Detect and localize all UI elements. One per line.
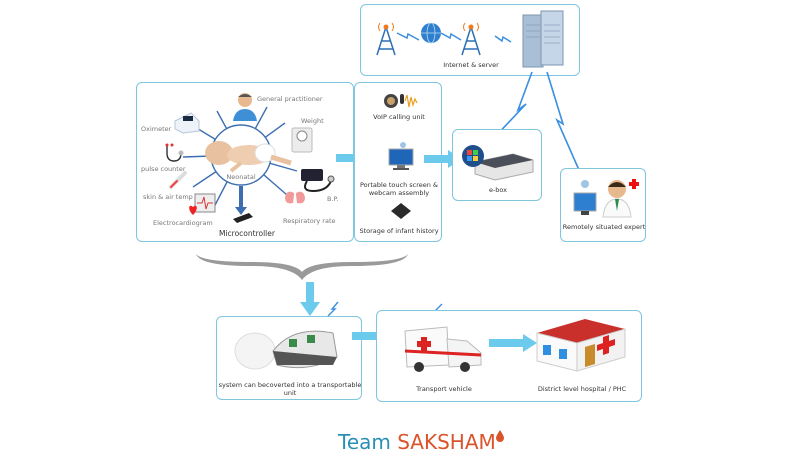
sensor-label-respiratory-rate: Respiratory rate — [283, 217, 336, 225]
voip-label: VoIP calling unit — [373, 113, 425, 121]
baby-icon — [205, 141, 292, 173]
internet-server-box: Internet & server — [360, 4, 580, 76]
globe-icon — [421, 22, 441, 44]
ambulance-icon — [404, 326, 482, 372]
lightning-link-ebox — [491, 71, 533, 141]
transport-unit-label-line1: system can becoverted into a transportab… — [218, 381, 362, 389]
touch-screen-label-line2: webcam assembly — [368, 189, 430, 197]
sensor-box: Neonatal General practitioner Weight Oxi… — [136, 82, 354, 242]
sensor-label-electrocardiogram: Electrocardiogram — [153, 219, 213, 227]
server-icon — [522, 10, 564, 68]
sensor-label-pulse-counter: pulse counter — [141, 165, 186, 173]
transport-vehicle-label: Transport vehicle — [416, 385, 472, 393]
sensor-label-weight: Weight — [301, 117, 324, 125]
arrow-down-to-transport-unit — [300, 282, 320, 316]
curly-brace — [196, 254, 408, 280]
hospital-icon — [536, 319, 626, 372]
sensor-label-bp: B.P. — [327, 195, 339, 203]
microcontroller-label: Microcontroller — [219, 229, 275, 238]
neonatal-label: Neonatal — [226, 173, 256, 181]
tower-icon — [376, 22, 396, 56]
team-name: SAKSHAM — [397, 430, 496, 454]
team-word: Team — [338, 430, 391, 454]
blood-drop-icon — [495, 430, 504, 442]
transport-unit-box: system can becoverted into a transportab… — [216, 316, 362, 400]
touch-screen-icon — [388, 142, 414, 170]
microcontroller-chip-icon — [233, 213, 253, 223]
lightning-icon — [494, 35, 512, 43]
oximeter-icon — [174, 112, 200, 134]
stethoscope-icon — [165, 143, 184, 162]
ebox-device-icon — [462, 145, 534, 181]
lightning-icon — [440, 32, 462, 41]
sensor-label-general-practitioner: General practitioner — [257, 95, 323, 103]
incubator-icon — [234, 330, 338, 370]
sensor-label-oximeter: Oximeter — [141, 125, 172, 133]
touch-screen-label-line1: Portable touch screen & — [359, 181, 438, 189]
expert-box: Remotely situated expert — [560, 168, 646, 242]
internet-server-label: Internet & server — [443, 61, 499, 69]
computer-icon — [573, 180, 597, 215]
thermometer-icon — [169, 171, 187, 189]
hospital-label: District level hospital / PHC — [537, 385, 627, 393]
transport-unit-label-line2: unit — [283, 389, 297, 397]
expert-doctor-icon — [602, 179, 639, 218]
lightning-icon — [396, 32, 420, 41]
doctor-icon — [233, 93, 257, 121]
expert-label: Remotely situated expert — [562, 223, 646, 231]
arrow-vehicle-to-hospital — [489, 334, 537, 352]
tower-icon — [461, 22, 481, 56]
transport-box: Transport vehicle District level hospita… — [376, 310, 642, 402]
bp-monitor-icon — [301, 169, 335, 193]
ebox-box: e-box — [452, 129, 542, 201]
ecg-monitor-icon — [189, 193, 216, 215]
sd-card-icon — [391, 203, 411, 219]
lightning-icon — [327, 301, 339, 317]
team-title: Team SAKSHAM — [338, 430, 504, 454]
lungs-icon — [285, 187, 305, 204]
voip-icon — [384, 94, 418, 108]
storage-label: Storage of infant history — [359, 227, 439, 235]
sensor-label-skin-air-temp: skin & air temp — [143, 193, 193, 201]
lightning-link-expert — [546, 71, 580, 171]
ebox-label: e-box — [488, 186, 508, 194]
weight-scale-icon — [291, 127, 313, 153]
